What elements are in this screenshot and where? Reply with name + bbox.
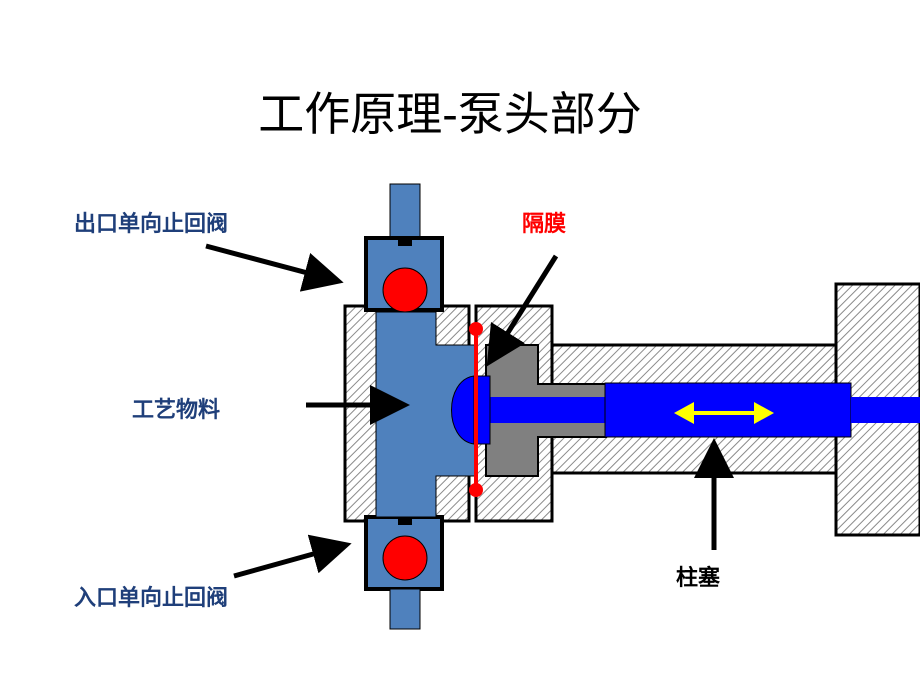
process-material-label: 工艺物料	[132, 398, 221, 423]
outlet-ball	[382, 267, 428, 313]
plunger-label: 柱塞	[676, 566, 721, 591]
diaphragm-label: 隔膜	[522, 212, 567, 237]
inlet-ball	[382, 535, 428, 581]
plunger-rod-right	[851, 397, 920, 423]
outlet-pipe	[389, 183, 421, 241]
inlet-valve-seat	[398, 517, 412, 525]
diaphragm-end-bottom	[469, 483, 483, 497]
outlet-valve-seat	[398, 238, 412, 246]
inlet-valve-label: 入口单向止回阀	[74, 586, 229, 611]
plunger-rod-left	[488, 397, 608, 423]
diaphragm-bulge	[451, 375, 475, 445]
diaphragm-pointer-arrow	[486, 254, 559, 367]
inlet-pipe	[389, 588, 421, 630]
outlet-pointer-arrow	[205, 243, 344, 292]
slide-title: 工作原理-泵头部分	[258, 87, 642, 141]
outlet-valve-label: 出口单向止回阀	[74, 212, 229, 237]
motion-arrow-left-head	[674, 402, 694, 424]
inlet-pointer-arrow	[233, 534, 352, 579]
plunger-body	[604, 382, 852, 438]
diaphragm-end-top	[469, 322, 483, 336]
motion-arrow-right-head	[754, 402, 774, 424]
